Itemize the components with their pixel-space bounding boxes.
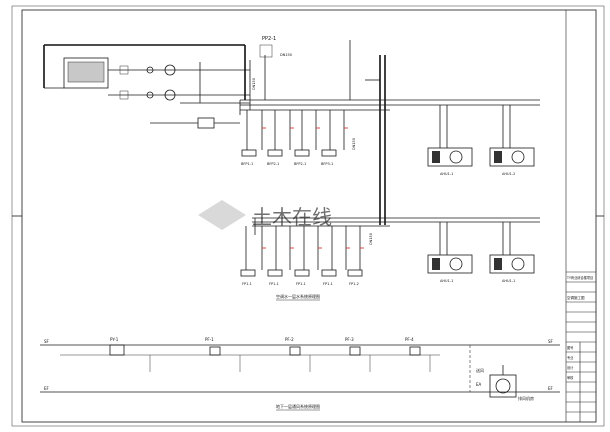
- vertical-label-2: DN150: [352, 138, 356, 150]
- unit-label-lower-1: FP1-1: [242, 282, 252, 286]
- vertical-label-1: DN150: [252, 78, 256, 90]
- vent-left-mark-1: SF: [44, 339, 50, 344]
- top-pump-label: PP2-1: [262, 36, 276, 42]
- title-block-field-2: 专业: [567, 355, 573, 360]
- system-title: 空调水一层水系统原理图: [276, 293, 320, 299]
- vent-right-mark-2: EF: [548, 386, 554, 391]
- bottom-title: 地下一层通风系统原理图: [276, 403, 320, 409]
- fan-label-1: 送风: [476, 367, 484, 373]
- watermark: 土木在线: [198, 200, 332, 230]
- unit-label-upper-2: BFP2-1: [267, 162, 279, 166]
- ahu-label-upper-2: AHU1-2: [502, 172, 515, 176]
- ventilation-schematic: [40, 344, 560, 398]
- ahu-label-lower-2: AHU1-1: [502, 279, 515, 283]
- fan-label-2: EA: [476, 382, 482, 387]
- upper-fan-coil-branches: [241, 110, 348, 157]
- title-block-project: TY商业综合楼项目: [566, 275, 593, 280]
- vertical-label-3: DN150: [369, 233, 373, 245]
- unit-label-lower-4: FP1-1: [323, 282, 333, 286]
- ahu-branches: [439, 105, 511, 255]
- unit-label-upper-3: BFP2-1: [294, 162, 306, 166]
- unit-label-upper-1: BFP1-1: [241, 162, 253, 166]
- vent-right-mark-1: SF: [548, 339, 554, 344]
- vent-segment-label-2: PF-1: [205, 337, 214, 342]
- vent-left-mark-2: EF: [44, 386, 50, 391]
- title-block-field-4: 审核: [567, 375, 574, 380]
- lower-fan-coil-branches: [240, 226, 364, 277]
- title-block-frame: [565, 10, 596, 422]
- ahu-label-upper-1: AHU1-1: [440, 172, 453, 176]
- main-headers: [239, 40, 540, 235]
- plant-room: [43, 44, 251, 129]
- vent-segment-label-4: PF-3: [345, 337, 354, 342]
- unit-label-upper-4: BFP3-1: [321, 162, 333, 166]
- ahu-label-lower-1: AHU1-1: [440, 279, 453, 283]
- unit-label-lower-2: FP1-1: [269, 282, 279, 286]
- title-block-field-1: 图号: [567, 345, 573, 350]
- top-callout: DN150: [280, 53, 292, 57]
- vent-segment-label-1: PY-1: [110, 337, 119, 342]
- vent-segment-label-5: PF-4: [405, 337, 414, 342]
- title-block-field-3: 设计: [567, 365, 574, 370]
- title-block-drawing-name: 空调施工图: [567, 295, 585, 300]
- fan-label-3: 排风机房: [518, 395, 534, 401]
- unit-label-lower-3: FP1-1: [296, 282, 306, 286]
- unit-label-lower-5: FP1-2: [349, 282, 359, 286]
- vent-segment-label-3: PF-2: [285, 337, 294, 342]
- ahu-symbols: [427, 147, 535, 274]
- watermark-text: 土木在线: [252, 205, 332, 229]
